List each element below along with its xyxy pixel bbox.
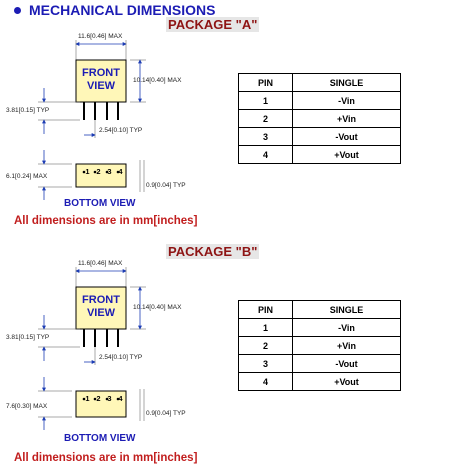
pin-numbers: 1 2 3 4 <box>82 167 126 176</box>
front-view-label: FRONT VIEW <box>76 294 126 320</box>
front-label-line1: FRONT <box>82 67 120 79</box>
module-body <box>75 286 127 330</box>
pin-number: 3 <box>107 394 112 403</box>
function-cell: -Vin <box>292 91 401 110</box>
package-drawing <box>38 40 146 200</box>
dim-pin-length: 3.81[0.15] TYP <box>6 334 50 341</box>
table-row: 4+Vout <box>238 372 401 391</box>
pin-cell: 4 <box>238 372 293 391</box>
heading-text: MECHANICAL DIMENSIONS <box>29 2 216 18</box>
pin-cell: 2 <box>238 336 293 355</box>
dim-height: 10.14[0.40] MAX <box>133 304 182 311</box>
section-heading: MECHANICAL DIMENSIONS <box>14 2 215 18</box>
package-drawing <box>38 267 146 430</box>
dim-pin-width: 0.9[0.04] TYP <box>146 410 186 417</box>
function-cell: -Vin <box>292 318 401 337</box>
pin-number: 4 <box>118 394 123 403</box>
bottom-view-label: BOTTOM VIEW <box>64 198 136 209</box>
function-cell: +Vin <box>292 109 401 128</box>
header-single: SINGLE <box>292 300 401 319</box>
pin-table: PIN SINGLE 1-Vin 2+Vin 3-Vout 4+Vout <box>238 73 401 164</box>
pin-cell: 1 <box>238 91 293 110</box>
front-label-line2: VIEW <box>86 80 116 92</box>
header-pin: PIN <box>238 300 293 319</box>
pin-cell: 3 <box>238 354 293 373</box>
table-header-row: PIN SINGLE <box>238 300 401 319</box>
function-cell: +Vin <box>292 336 401 355</box>
table-row: 4+Vout <box>238 145 401 164</box>
dim-pin-width: 0.9[0.04] TYP <box>146 182 186 189</box>
dim-depth: 6.1[0.24] MAX <box>6 173 48 180</box>
header-pin: PIN <box>238 73 293 92</box>
table-row: 2+Vin <box>238 109 401 128</box>
table-row: 3-Vout <box>238 354 401 373</box>
table-row: 3-Vout <box>238 127 401 146</box>
bottom-view-body <box>75 163 127 188</box>
pin-number: 1 <box>85 394 90 403</box>
pin-number: 2 <box>96 167 101 176</box>
dim-width: 11.6[0.46] MAX <box>78 260 123 267</box>
table-row: 2+Vin <box>238 336 401 355</box>
front-view-label: FRONT VIEW <box>76 67 126 93</box>
units-note: All dimensions are in mm[inches] <box>14 452 198 464</box>
pin-number: 2 <box>96 394 101 403</box>
table-header-row: PIN SINGLE <box>238 73 401 92</box>
pin-cell: 4 <box>238 145 293 164</box>
package-title: PACKAGE "A" <box>166 17 260 32</box>
table-row: 1-Vin <box>238 318 401 337</box>
module-body <box>75 59 127 103</box>
function-cell: -Vout <box>292 127 401 146</box>
pin-cell: 2 <box>238 109 293 128</box>
bullet-icon <box>14 6 21 14</box>
front-label-line1: FRONT <box>82 294 120 306</box>
units-note: All dimensions are in mm[inches] <box>14 215 198 227</box>
pin-number: 1 <box>85 167 90 176</box>
dim-width: 11.6[0.46] MAX <box>78 33 123 40</box>
function-cell: +Vout <box>292 145 401 164</box>
pin-number: 3 <box>107 167 112 176</box>
pin-cell: 3 <box>238 127 293 146</box>
bottom-view-body <box>75 390 127 418</box>
pin-table: PIN SINGLE 1-Vin 2+Vin 3-Vout 4+Vout <box>238 300 401 391</box>
function-cell: +Vout <box>292 372 401 391</box>
table-row: 1-Vin <box>238 91 401 110</box>
dim-pitch: 2.54[0.10] TYP <box>99 127 143 134</box>
header-single: SINGLE <box>292 73 401 92</box>
bottom-view-label: BOTTOM VIEW <box>64 433 136 444</box>
pin-numbers: 1 2 3 4 <box>82 394 126 403</box>
front-label-line2: VIEW <box>86 307 116 319</box>
dim-pitch: 2.54[0.10] TYP <box>99 354 143 361</box>
function-cell: -Vout <box>292 354 401 373</box>
pin-cell: 1 <box>238 318 293 337</box>
pin-number: 4 <box>118 167 123 176</box>
dim-height: 10.14[0.40] MAX <box>133 77 182 84</box>
dim-pin-length: 3.81[0.15] TYP <box>6 107 50 114</box>
package-title: PACKAGE "B" <box>166 244 260 259</box>
dim-depth: 7.6[0.30] MAX <box>6 403 48 410</box>
